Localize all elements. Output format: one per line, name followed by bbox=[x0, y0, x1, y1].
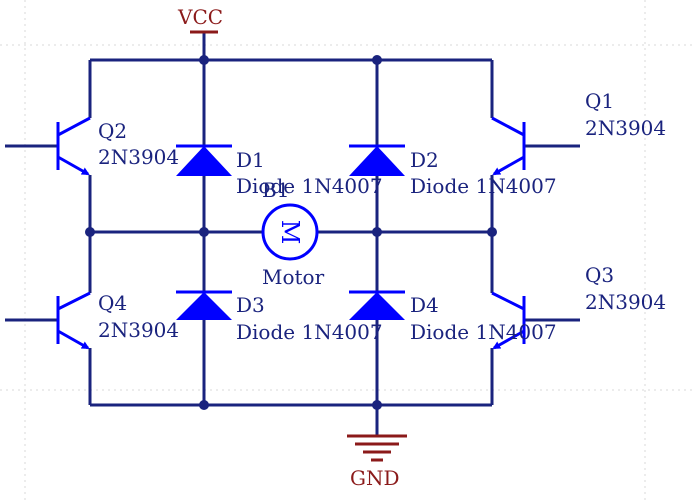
diode-d3 bbox=[176, 290, 232, 320]
transistor-q3 bbox=[491, 291, 526, 350]
motor-b1: M bbox=[261, 203, 319, 261]
d1-ref: D1 bbox=[236, 148, 265, 172]
transistor-q2 bbox=[56, 116, 91, 176]
gnd-power-port bbox=[347, 434, 407, 462]
q3-ref: Q3 bbox=[585, 263, 614, 287]
junctions bbox=[85, 55, 497, 410]
junction-dot bbox=[487, 227, 497, 237]
d4-ref: D4 bbox=[410, 293, 439, 317]
junction-dot bbox=[372, 55, 382, 65]
d2-ref: D2 bbox=[410, 148, 439, 172]
q2-part: 2N3904 bbox=[98, 145, 179, 169]
junction-dot bbox=[199, 55, 209, 65]
component-labels: Q2 2N3904 Q4 2N3904 Q1 2N3904 Q3 2N3904 … bbox=[98, 89, 666, 344]
d3-part: Diode 1N4007 bbox=[236, 320, 383, 344]
junction-dot bbox=[199, 227, 209, 237]
q3-part: 2N3904 bbox=[585, 290, 666, 314]
junction-dot bbox=[372, 227, 382, 237]
d4-part: Diode 1N4007 bbox=[410, 320, 557, 344]
vcc-label: VCC bbox=[177, 5, 223, 29]
junction-dot bbox=[85, 227, 95, 237]
d2-part: Diode 1N4007 bbox=[410, 174, 557, 198]
d3-ref: D3 bbox=[236, 293, 265, 317]
q4-ref: Q4 bbox=[98, 291, 127, 315]
q2-ref: Q2 bbox=[98, 119, 127, 143]
q1-part: 2N3904 bbox=[585, 116, 666, 140]
motor-label: Motor bbox=[262, 265, 325, 289]
motor-symbol: M bbox=[276, 220, 304, 245]
diode-d2 bbox=[349, 144, 405, 176]
transistor-q1 bbox=[491, 116, 526, 176]
diode-d4 bbox=[349, 290, 405, 320]
gnd-label: GND bbox=[350, 466, 400, 490]
q1-ref: Q1 bbox=[585, 89, 614, 113]
diode-d1 bbox=[176, 144, 232, 176]
vcc-power-port: VCC bbox=[177, 5, 223, 34]
junction-dot bbox=[372, 400, 382, 410]
transistor-q4 bbox=[56, 291, 91, 350]
d1-part: Diode 1N4007 bbox=[236, 174, 383, 198]
q4-part: 2N3904 bbox=[98, 318, 179, 342]
junction-dot bbox=[199, 400, 209, 410]
motor-ref: B1 bbox=[262, 178, 289, 202]
